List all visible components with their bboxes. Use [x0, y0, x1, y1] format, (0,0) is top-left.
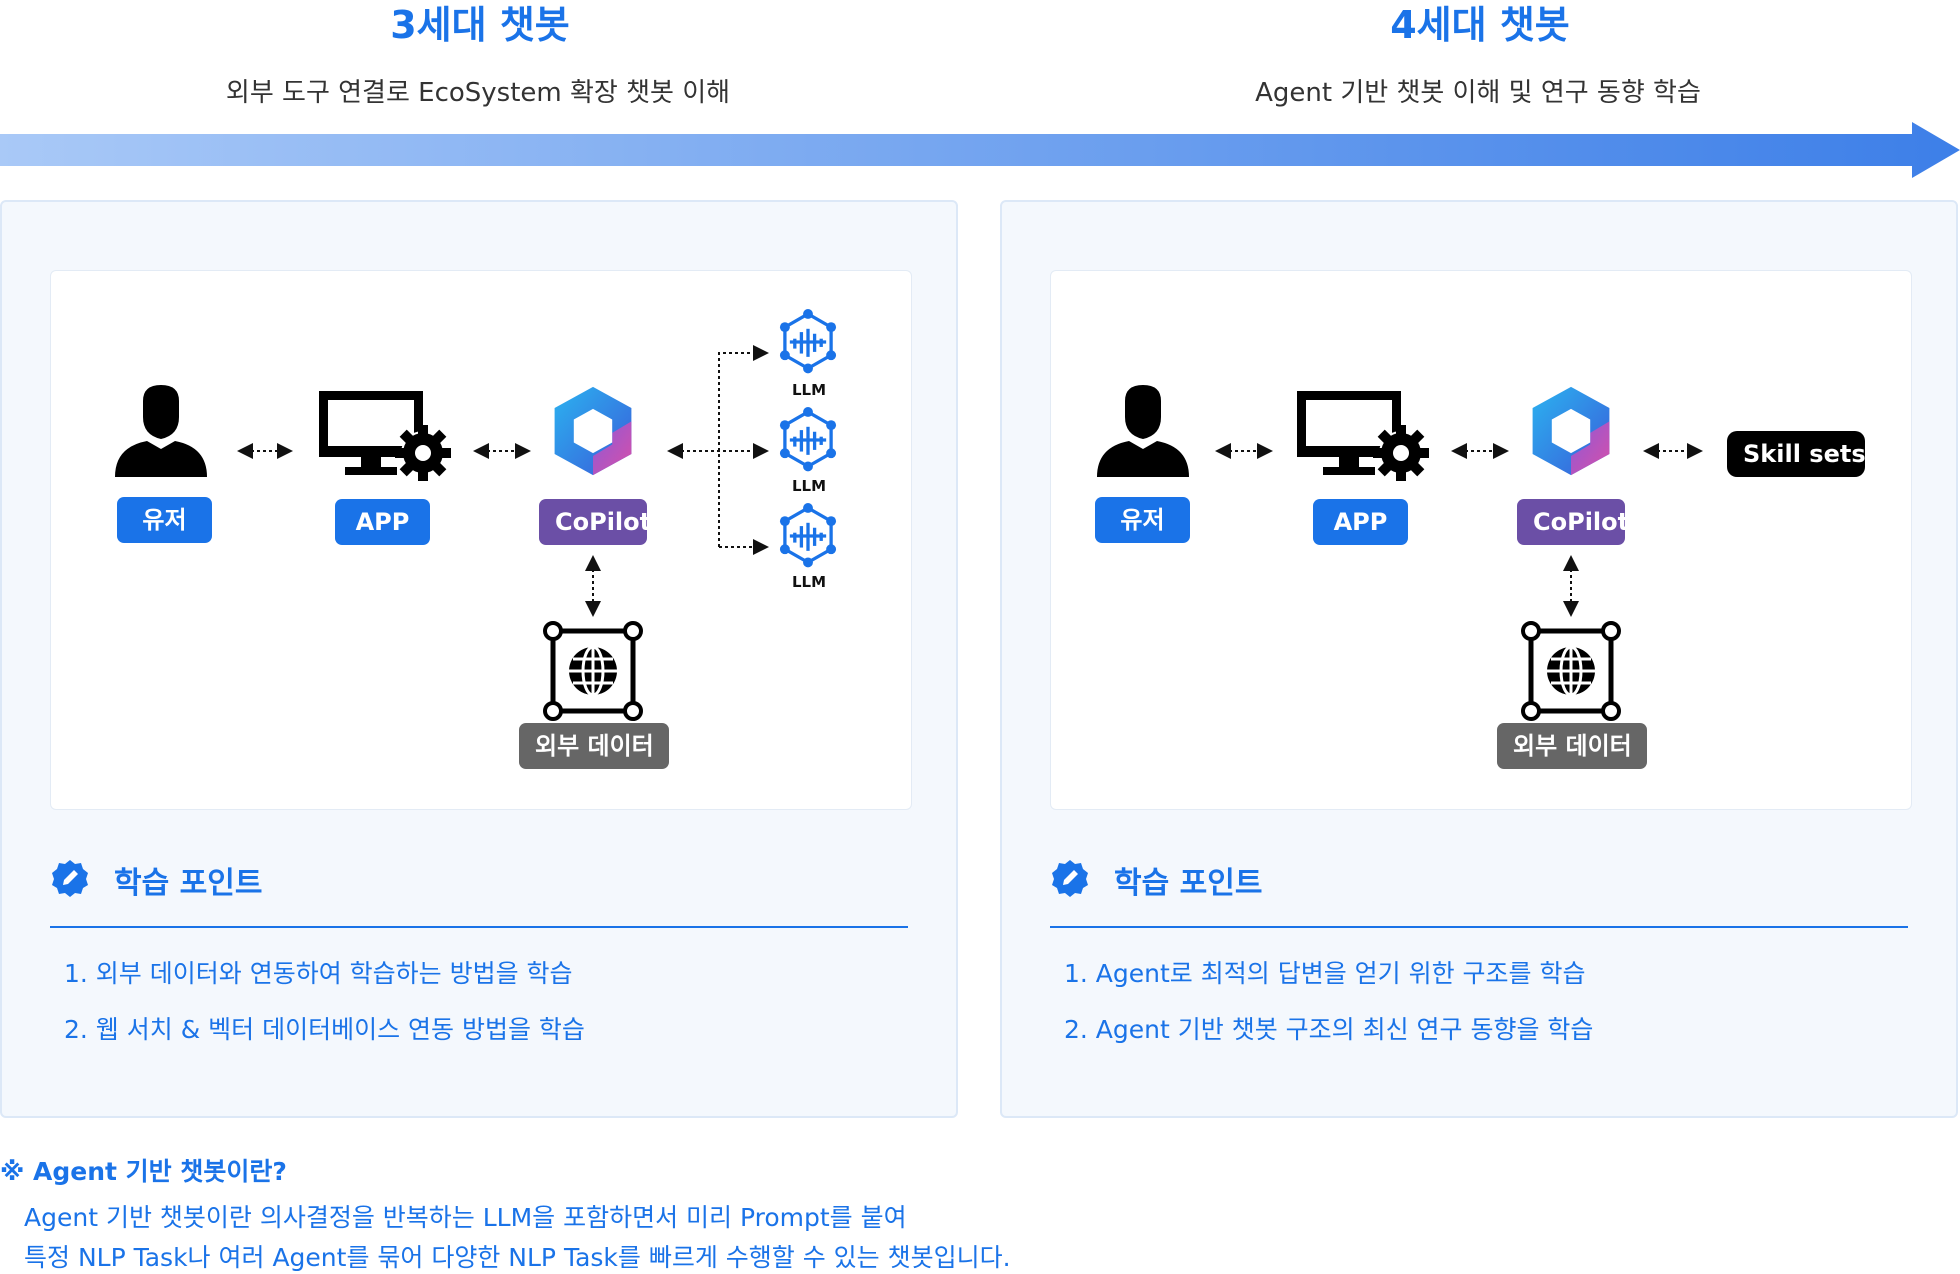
- user-tag: 유저: [117, 497, 212, 543]
- note-title: ※ Agent 기반 챗봇이란?: [0, 1157, 287, 1186]
- app-tag: APP: [335, 499, 430, 545]
- llm-label-3: LLM: [792, 573, 827, 591]
- external-data-tag: 외부 데이터: [519, 723, 669, 769]
- learning-point-item: 1. 외부 데이터와 연동하여 학습하는 방법을 학습: [64, 959, 573, 988]
- user-icon: [1093, 383, 1193, 479]
- note-line: Agent 기반 챗봇이란 의사결정을 반복하는 LLM을 포함하면서 미리 P…: [24, 1203, 907, 1232]
- copilot-logo-icon: [1523, 383, 1619, 479]
- gen3-connectors: [237, 345, 769, 617]
- learning-point-item: 2. 웹 서치 & 벡터 데이터베이스 연동 방법을 학습: [64, 1015, 585, 1044]
- copilot-tag: CoPilot: [1517, 499, 1629, 545]
- globe-chip-icon: [543, 621, 643, 721]
- copilot-tag: CoPilot: [539, 499, 651, 545]
- gen4-panel: 유저 APP CoPilot Skill sets 외부 데이터 학습 포인트 …: [1000, 200, 1958, 1118]
- copilot-logo-icon: [545, 383, 641, 479]
- external-data-tag: 외부 데이터: [1497, 723, 1647, 769]
- gen4-diagram: 유저 APP CoPilot Skill sets 외부 데이터: [1050, 270, 1912, 810]
- learning-points-divider: [1050, 926, 1908, 928]
- learning-points-title: 학습 포인트: [114, 866, 263, 901]
- pencil-badge-icon: [1050, 858, 1090, 898]
- pencil-badge-icon: [50, 858, 90, 898]
- app-tag: APP: [1313, 499, 1408, 545]
- llm-network-icon: [775, 309, 841, 375]
- note-line: 특정 NLP Task나 여러 Agent를 묶어 다양한 NLP Task를 …: [24, 1243, 1011, 1272]
- learning-point-item: 1. Agent로 최적의 답변을 얻기 위한 구조를 학습: [1064, 959, 1586, 988]
- gen4-connectors: [1215, 443, 1703, 617]
- computer-gear-icon: [1293, 387, 1433, 483]
- gen3-panel: 유저 APP CoPilot LLM LLM LLM 외부 데이터 학습 포인트…: [0, 200, 958, 1118]
- gen3-subtitle: 외부 도구 연결로 EcoSystem 확장 챗봇 이해: [225, 78, 731, 108]
- learning-points-divider: [50, 926, 908, 928]
- learning-points-title: 학습 포인트: [1114, 866, 1263, 901]
- llm-label-2: LLM: [792, 477, 827, 495]
- llm-network-icon: [775, 503, 841, 569]
- gen4-title: 4세대 챗봇: [1390, 3, 1570, 47]
- computer-gear-icon: [315, 387, 455, 483]
- user-icon: [111, 383, 211, 479]
- user-tag: 유저: [1095, 497, 1190, 543]
- gen4-subtitle: Agent 기반 챗봇 이해 및 연구 동향 학습: [1255, 78, 1701, 108]
- gen3-title: 3세대 챗봇: [390, 3, 570, 47]
- learning-point-item: 2. Agent 기반 챗봇 구조의 최신 연구 동향을 학습: [1064, 1015, 1594, 1044]
- gen3-diagram: 유저 APP CoPilot LLM LLM LLM 외부 데이터: [50, 270, 912, 810]
- llm-network-icon: [775, 407, 841, 473]
- skill-sets-tag: Skill sets: [1727, 431, 1866, 477]
- llm-label-1: LLM: [792, 381, 827, 399]
- timeline-arrow: [0, 122, 1960, 178]
- globe-chip-icon: [1521, 621, 1621, 721]
